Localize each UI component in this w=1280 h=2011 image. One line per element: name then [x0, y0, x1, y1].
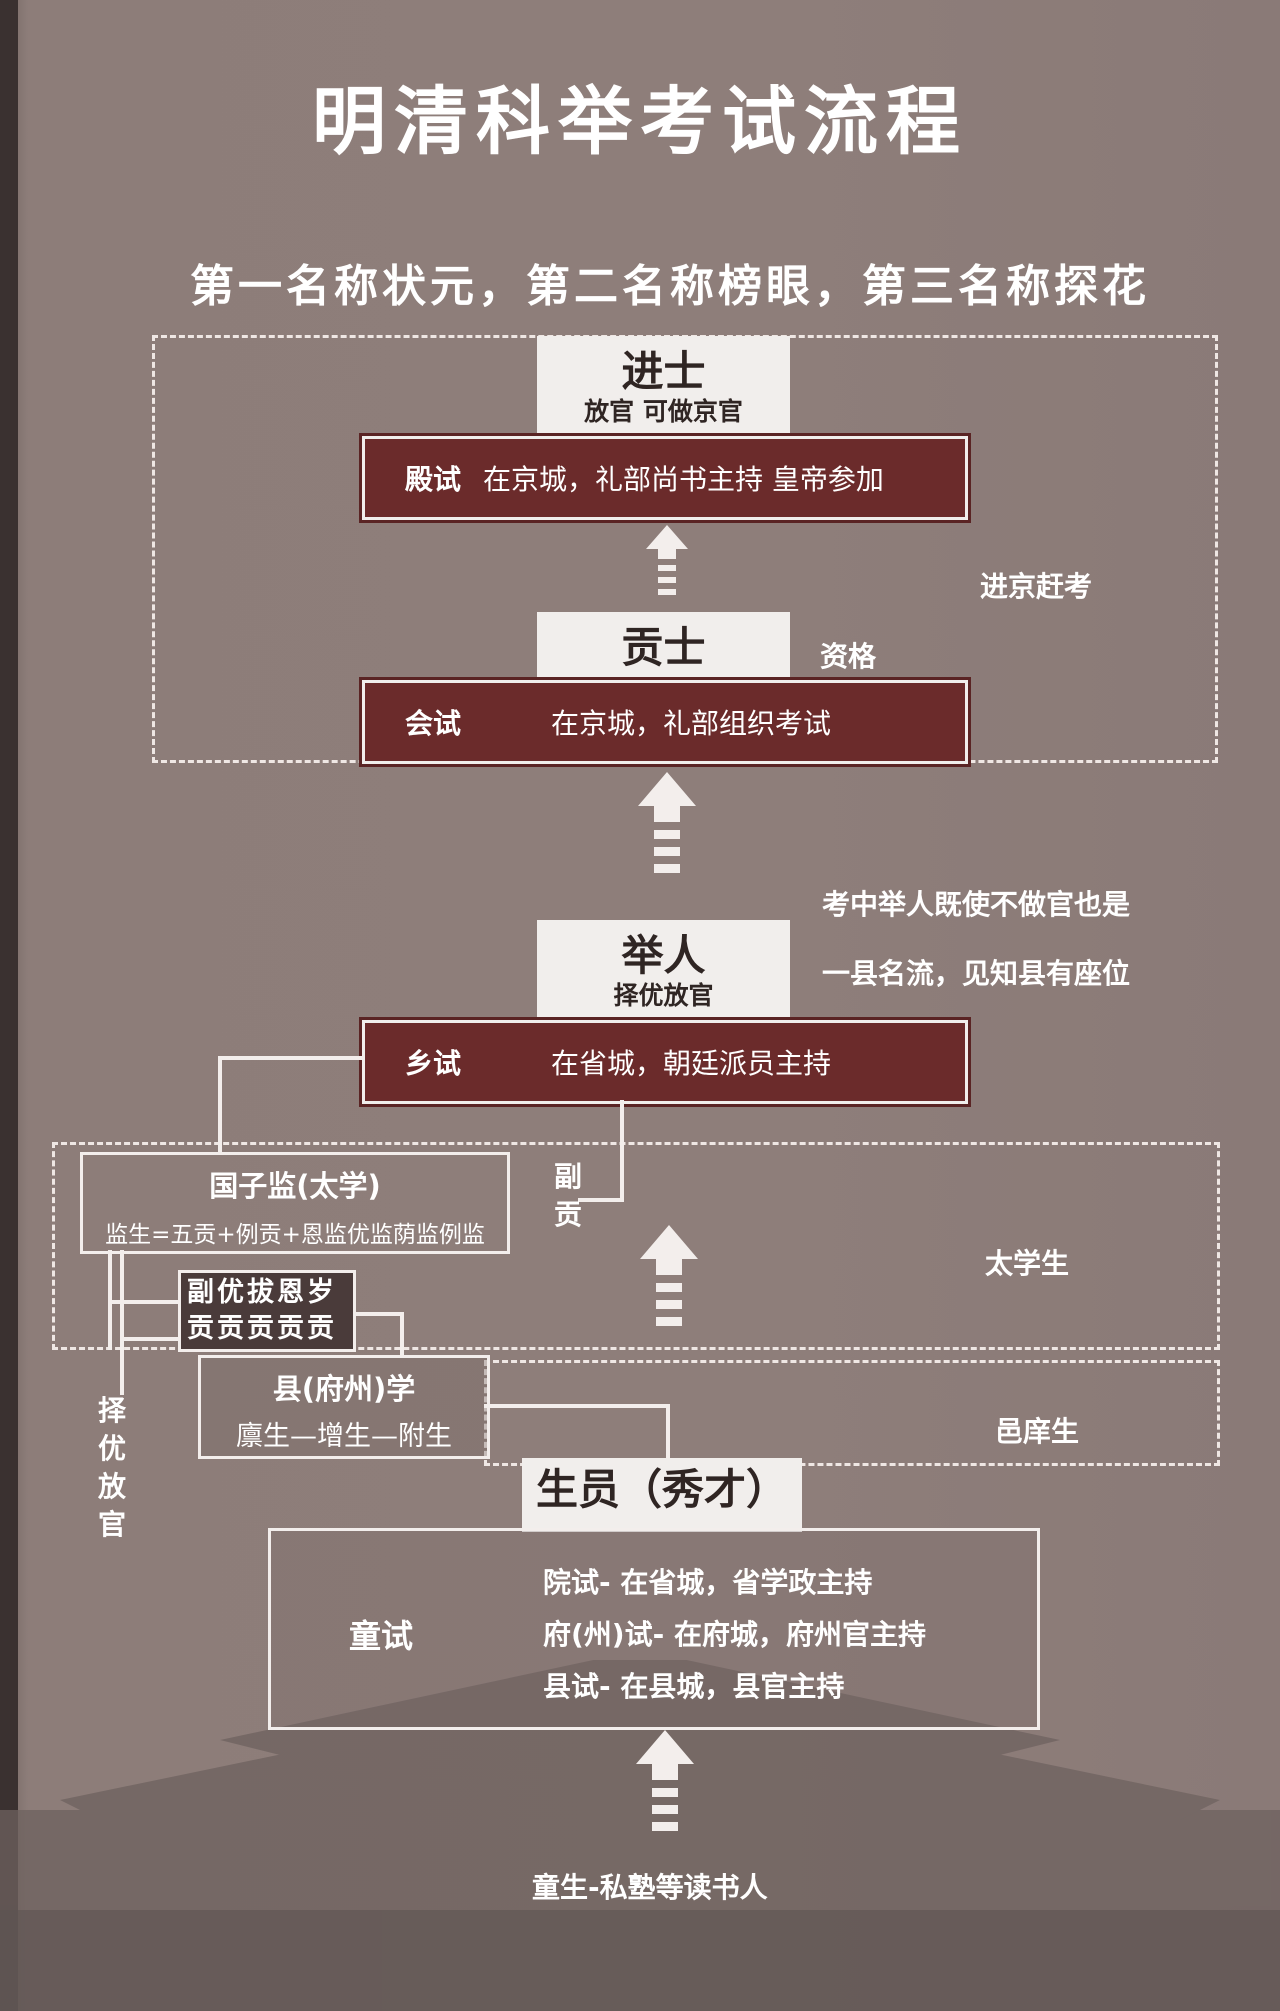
connector	[120, 1340, 124, 1395]
connector	[666, 1404, 670, 1460]
up-arrow-3	[640, 1225, 698, 1326]
tongshi-line-3: 县试- 在县城，县官主持	[543, 1670, 845, 1703]
gongshi-label: 贡士	[621, 623, 706, 672]
up-arrow-4	[636, 1730, 694, 1831]
dianshi-box: 殿试 在京城，礼部尚书主持 皇帝参加	[359, 433, 971, 523]
tongshi-name: 童试	[349, 1617, 414, 1655]
temple-silhouette	[0, 1660, 1280, 2011]
xianxue-desc: 廪生—增生—附生	[236, 1421, 452, 1452]
connector	[218, 1056, 365, 1060]
xiangshi-box: 乡试 在省城，朝廷派员主持	[359, 1017, 971, 1107]
huishi-name: 会试	[405, 707, 462, 740]
fugong-label: 副贡	[553, 1160, 582, 1231]
jinjing-note: 进京赶考	[980, 570, 1093, 603]
tongshi-line-1: 院试- 在省城，省学政主持	[543, 1566, 873, 1599]
connector	[400, 1312, 404, 1357]
yixiangsheng-label: 邑庠生	[995, 1415, 1080, 1448]
up-arrow-2	[638, 772, 696, 873]
up-arrow-1	[646, 525, 688, 595]
juren-label: 举人	[621, 931, 706, 980]
connector	[108, 1300, 178, 1304]
juren-note-line2: 一县名流，见知县有座位	[822, 957, 1131, 990]
ranking-subtitle: 第一名称状元，第二名称榜眼，第三名称探花	[190, 261, 1150, 312]
connector	[218, 1056, 222, 1154]
juren-note-line1: 考中举人既使不做官也是	[822, 888, 1131, 921]
wugong-line1: 副优拔恩岁	[187, 1277, 337, 1308]
tongsheng-label: 童生-私塾等读书人	[532, 1871, 768, 1904]
xiangshi-desc: 在省城，朝廷派员主持	[551, 1047, 832, 1080]
page-title: 明清科举考试流程	[312, 79, 968, 165]
county-school-frame	[484, 1360, 1220, 1466]
huishi-box: 会试 在京城，礼部组织考试	[359, 677, 971, 767]
dianshi-name: 殿试	[405, 463, 462, 496]
xiangshi-name: 乡试	[405, 1047, 462, 1080]
connector	[484, 1404, 670, 1408]
guozijian-desc: 监生=五贡+例贡+恩监优监荫监例监	[105, 1222, 485, 1248]
jinshi-sub: 放官 可做京官	[584, 397, 743, 426]
board-edge	[0, 0, 18, 2011]
wugong-box: 副优拔恩岁 贡贡贡贡贡	[178, 1270, 356, 1352]
taixue-frame	[52, 1142, 1220, 1350]
guozijian-box: 国子监(太学) 监生=五贡+例贡+恩监优监荫监例监	[80, 1152, 510, 1254]
gongshi-tab: 贡士	[537, 612, 790, 688]
juren-sub: 择优放官	[613, 981, 714, 1010]
guozijian-title: 国子监(太学)	[209, 1169, 381, 1203]
shengyuan-label: 生员（秀才）	[535, 1465, 788, 1514]
connector	[120, 1337, 200, 1341]
xianxue-box: 县(府州)学 廪生—增生—附生	[198, 1355, 490, 1459]
zeyou-label: 择优放官	[97, 1394, 126, 1541]
connector	[620, 1100, 624, 1202]
juren-tab: 举人 择优放官	[537, 920, 790, 1030]
huishi-desc: 在京城，礼部组织考试	[551, 707, 832, 740]
connector	[120, 1250, 124, 1340]
jinshi-label: 进士	[621, 347, 706, 396]
shengyuan-tab: 生员（秀才）	[522, 1458, 802, 1532]
jinshi-tab: 进士 放官 可做京官	[537, 336, 790, 446]
dianshi-desc: 在京城，礼部尚书主持 皇帝参加	[483, 463, 884, 496]
xianxue-title: 县(府州)学	[272, 1372, 416, 1406]
connector	[350, 1312, 402, 1316]
gongshi-qualification: 资格	[820, 640, 877, 673]
taixuesheng-label: 太学生	[985, 1247, 1070, 1280]
connector	[578, 1198, 624, 1202]
tongshi-box: 童试 院试- 在省城，省学政主持 府(州)试- 在府城，府州官主持 县试- 在县…	[268, 1528, 1040, 1730]
wugong-line2: 贡贡贡贡贡	[187, 1313, 337, 1344]
tongshi-line-2: 府(州)试- 在府城，府州官主持	[543, 1618, 926, 1651]
